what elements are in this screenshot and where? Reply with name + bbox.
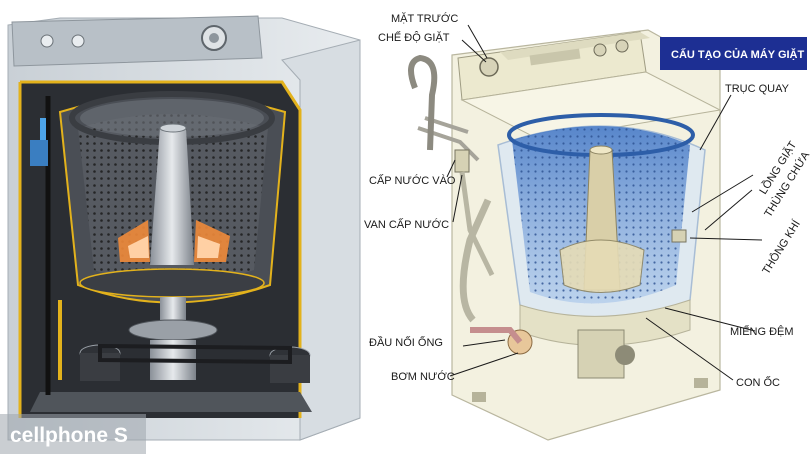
watermark: cellphone S: [0, 414, 146, 454]
label-che-do-giat: CHẾ ĐỘ GIẶT: [378, 31, 450, 44]
label-van-cap-nuoc: VAN CẤP NƯỚC: [364, 218, 449, 231]
knob-icon: [615, 39, 629, 53]
drive-belt: [98, 343, 292, 365]
knob-icon: [40, 34, 54, 48]
label-dau-noi-ong: ĐẦU NỐI ỐNG: [369, 335, 443, 349]
drain-hose: [408, 54, 438, 151]
label-bom-nuoc: BƠM NƯỚC: [391, 370, 455, 383]
left-machine: [7, 15, 361, 441]
title-box: [660, 37, 807, 70]
diagram-title: CẤU TẠO CỦA MÁY GIẶT: [660, 37, 807, 70]
vent-icon: [671, 229, 687, 243]
frame-outline: [20, 80, 302, 418]
control-panel: [11, 15, 263, 67]
label-truc-quay: TRỤC QUAY: [725, 83, 790, 95]
knob-icon: [593, 43, 607, 57]
label-mat-truoc: MẶT TRƯỚC: [391, 12, 458, 25]
right-machine: [408, 29, 722, 441]
valve-blue: [30, 140, 48, 166]
label-mieng-dem: MIẾNG ĐỆM: [730, 325, 794, 338]
knob-icon: [71, 34, 85, 48]
inlet-valve: [454, 149, 470, 173]
title-text: CẤU TẠO CỦA MÁY GIẶT: [671, 48, 805, 61]
agitator: [150, 128, 194, 265]
label-thong-khi: THÔNG KHÍ: [760, 217, 804, 277]
label-con-oc: CON ỐC: [736, 375, 780, 389]
leader-lines: [446, 24, 763, 381]
label-cap-nuoc-vao: CẤP NƯỚC VÀO: [369, 174, 456, 187]
watermark-text: cellphone S: [10, 424, 128, 447]
mode-knob-icon: [479, 57, 499, 77]
